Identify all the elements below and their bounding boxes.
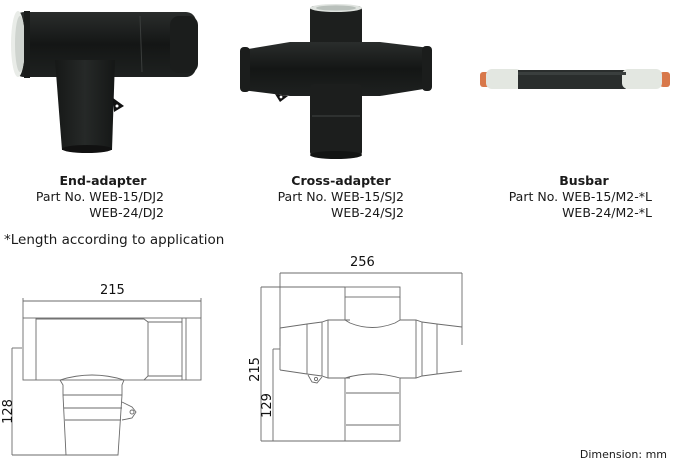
product-name: Busbar — [559, 173, 609, 188]
part-number-2: WEB-24/DJ2 — [89, 205, 164, 220]
part-number-1: Part No. WEB-15/M2-*L — [508, 189, 652, 204]
busbar-photo — [480, 69, 670, 89]
length-note: *Length according to application — [4, 232, 225, 248]
busbar-caption: Busbar Part No. WEB-15/M2-*L WEB-24/M2-*… — [502, 173, 652, 221]
part-number-1: Part No. WEB-15/SJ2 — [277, 189, 404, 204]
part-number-2: WEB-24/M2-*L — [562, 205, 652, 220]
end-adapter-width-dim: 215 — [100, 283, 125, 298]
end-adapter-photo — [11, 11, 198, 153]
part-number-1: Part No. WEB-15/DJ2 — [35, 189, 164, 204]
product-name: End-adapter — [59, 173, 147, 188]
cross-adapter-caption: Cross-adapter Part No. WEB-15/SJ2 WEB-24… — [268, 173, 404, 221]
cross-adapter-width-dim: 256 — [350, 255, 375, 270]
dimension-unit-label: Dimension: mm — [579, 448, 667, 461]
part-number-2: WEB-24/SJ2 — [330, 205, 404, 220]
cross-adapter-photo — [240, 4, 432, 159]
cross-adapter-height-dim: 215 — [247, 357, 263, 382]
end-adapter-caption: End-adapter Part No. WEB-15/DJ2 WEB-24/D… — [32, 173, 164, 221]
product-name: Cross-adapter — [291, 173, 391, 188]
cross-adapter-center-height-dim: 129 — [259, 393, 275, 418]
